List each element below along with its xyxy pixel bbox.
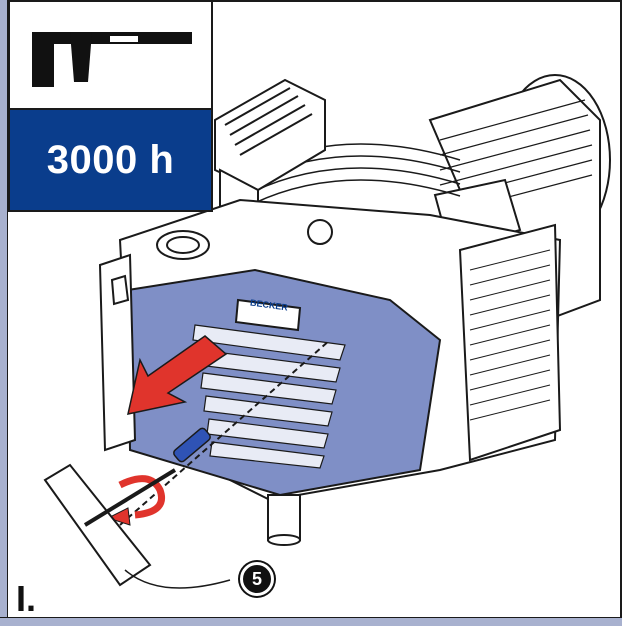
bottom-rail	[0, 617, 622, 626]
screw-shaft	[119, 339, 331, 526]
maintenance-interval: 3000 h	[46, 137, 175, 182]
left-rail	[0, 0, 8, 626]
callout-number: 5	[240, 562, 274, 596]
rotate-arrow-icon	[118, 475, 165, 519]
t-key-tool	[43, 463, 177, 587]
removal-arrow	[127, 335, 228, 415]
left-bracket	[98, 253, 137, 452]
tool-symbol-box	[8, 0, 213, 110]
maintenance-interval-box: 3000 h	[8, 110, 213, 212]
pump-illustration	[43, 74, 611, 589]
caliper-icon	[32, 32, 192, 87]
step-label: I.	[16, 578, 37, 619]
callout-number-text: 5	[251, 568, 262, 589]
callout-leader	[124, 569, 231, 589]
